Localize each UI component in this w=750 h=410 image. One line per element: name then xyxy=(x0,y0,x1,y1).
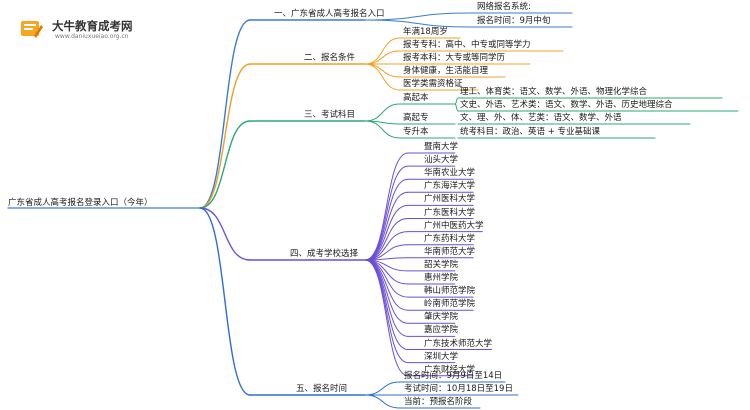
b1-item-connector-1 xyxy=(364,12,471,21)
b4-item-connector-16 xyxy=(364,259,409,350)
b3-group-1: 高起本 xyxy=(403,93,429,103)
school-item-6: 广东医科大学 xyxy=(424,207,476,218)
b3-group-connector-1 xyxy=(364,103,401,122)
b2-item-3: 报考本科：大专或等同学历 xyxy=(403,53,506,63)
school-item-17: 深圳大学 xyxy=(424,351,459,362)
school-item-8: 广东药科大学 xyxy=(424,233,476,244)
branch-label-2: 二、报名条件 xyxy=(304,53,356,63)
b2-item-2: 报考专科：高中、中专或同等学力 xyxy=(403,40,531,50)
branch-connector-4 xyxy=(199,207,251,261)
b5-item-connector-3 xyxy=(364,394,401,409)
school-item-12: 韩山师范学院 xyxy=(424,286,476,297)
site-logo-url: www.daniuxueiao.org.cn xyxy=(55,33,129,40)
school-item-11: 惠州学院 xyxy=(424,273,459,283)
b5-item-1: 报名时间：9月9日至14日 xyxy=(404,371,503,381)
branch-label-3: 三、考试科目 xyxy=(304,110,356,120)
school-item-10: 韶关学院 xyxy=(424,259,459,270)
branch-connector-3 xyxy=(199,120,251,209)
b3-item-2-1: 文、理、外、体、艺类：语文、数学、外语 xyxy=(460,113,622,123)
b5-item-connector-1 xyxy=(364,381,401,396)
school-item-2: 汕头大学 xyxy=(424,155,459,166)
b2-item-connector-5 xyxy=(364,63,401,91)
school-item-16: 广东技术师范大学 xyxy=(424,338,493,349)
school-item-3: 华南农业大学 xyxy=(424,168,476,179)
b4-item-connector-7 xyxy=(364,231,409,261)
branch-label-5: 五、报名时间 xyxy=(296,384,348,394)
branch-connector-2 xyxy=(199,63,251,209)
b5-item-2: 考试时间：10月18日至19日 xyxy=(404,384,513,394)
school-item-13: 岭南师范学院 xyxy=(424,299,476,310)
branch-connector-1 xyxy=(199,19,251,209)
school-item-14: 肇庆学院 xyxy=(424,312,459,323)
school-item-9: 华南师范大学 xyxy=(424,246,476,257)
b3-group-3: 专升本 xyxy=(403,127,429,137)
b3-group-connector-3 xyxy=(364,120,401,139)
branch-label-1: 一、广东省成人高考报名入口 xyxy=(274,9,385,19)
b4-item-connector-3 xyxy=(364,178,409,261)
b5-item-3: 当前：预报名阶段 xyxy=(404,397,473,407)
pencil-book-icon xyxy=(18,16,44,42)
b3-item-3-1: 统考科目：政治、英语 + 专业基础课 xyxy=(460,127,601,137)
b1-item-connector-2 xyxy=(364,19,471,28)
b3-item-1-1: 理工、体育类：语文、数学、外语、物理化学综合 xyxy=(460,87,648,97)
b3-item-connector-1-2 xyxy=(454,103,459,112)
school-item-5: 广州医科大学 xyxy=(424,194,476,205)
school-item-18: 广东财经大学 xyxy=(424,364,476,375)
b3-item-connector-1-1 xyxy=(454,97,459,105)
b2-item-1: 年满18周岁 xyxy=(403,27,448,37)
b2-item-connector-2 xyxy=(364,50,401,65)
b3-group-2: 高起专 xyxy=(403,113,429,123)
b2-item-connector-4 xyxy=(364,63,401,78)
school-item-15: 嘉应学院 xyxy=(424,325,459,336)
b2-item-5: 医学类需资格证 xyxy=(403,79,463,89)
b1-item-2: 报名时间：9月中旬 xyxy=(477,16,551,26)
school-item-7: 广州中医药大学 xyxy=(424,220,484,231)
site-logo-title: 大牛教育成考网 xyxy=(52,19,133,33)
b3-item-1-2: 文史、外语、艺术类：语文、数学、外语、历史地理综合 xyxy=(460,100,673,110)
b4-item-connector-1 xyxy=(364,152,409,261)
branch-label-4: 四、成考学校选择 xyxy=(290,249,359,259)
b2-item-4: 身体健康，生活能自理 xyxy=(403,66,489,76)
b4-item-connector-18 xyxy=(364,259,409,377)
b4-item-connector-4 xyxy=(364,191,409,261)
root-topic: 广东省成人高考报名登录入口（今年） xyxy=(8,198,153,208)
branch-connector-5 xyxy=(199,207,251,396)
school-item-1: 暨南大学 xyxy=(424,142,459,152)
b4-item-connector-5 xyxy=(364,204,409,261)
b4-item-connector-2 xyxy=(364,165,409,261)
school-item-4: 广东海洋大学 xyxy=(424,181,476,192)
b1-item-1: 网络报名系统: xyxy=(477,2,531,12)
